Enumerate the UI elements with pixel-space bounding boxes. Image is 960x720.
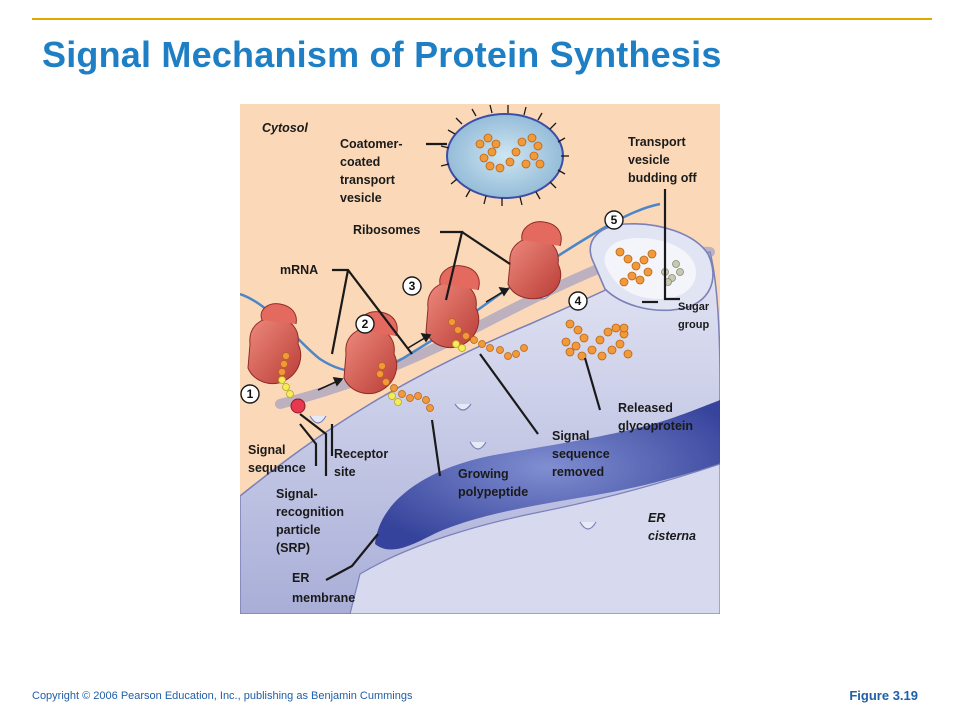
vesicle-cargo (615, 247, 657, 287)
svg-text:1: 1 (247, 387, 254, 401)
svg-text:cisterna: cisterna (648, 529, 696, 543)
svg-text:site: site (334, 465, 356, 479)
mrna-label: mRNA (280, 263, 318, 277)
svg-text:5: 5 (611, 213, 618, 227)
slide-title: Signal Mechanism of Protein Synthesis (42, 34, 722, 75)
svg-text:coated: coated (340, 155, 380, 169)
svg-text:removed: removed (552, 465, 604, 479)
svg-text:vesicle: vesicle (340, 191, 382, 205)
released-glycoprotein (561, 319, 633, 361)
srp-label: Signal- recognition particle (SRP) (276, 487, 344, 555)
svg-text:4: 4 (575, 294, 582, 308)
ribosome-4 (507, 221, 562, 300)
svg-text:vesicle: vesicle (628, 153, 670, 167)
protein-synthesis-figure: 1 2 3 4 5 Cytosol Coatomer- coated trans… (240, 104, 720, 614)
svg-text:(SRP): (SRP) (276, 541, 310, 555)
top-rule (32, 18, 932, 20)
svg-text:particle: particle (276, 523, 321, 537)
growing-polypeptide-label: Growing polypeptide (458, 467, 528, 499)
transport-vesicle-label: Transport vesicle budding off (628, 135, 698, 185)
er-lower-fold (349, 463, 720, 614)
svg-text:group: group (678, 319, 709, 331)
svg-text:Transport: Transport (628, 135, 686, 149)
coatomer-vesicle (440, 104, 569, 206)
svg-text:polypeptide: polypeptide (458, 485, 528, 499)
svg-text:Coatomer-: Coatomer- (340, 137, 403, 151)
svg-text:recognition: recognition (276, 505, 344, 519)
svg-text:Signal-: Signal- (276, 487, 318, 501)
cytosol-label: Cytosol (262, 121, 308, 135)
signal-sequence-removed-label: Signal sequence removed (552, 429, 610, 479)
svg-text:2: 2 (362, 317, 369, 331)
svg-text:Released: Released (618, 401, 673, 415)
copyright-text: Copyright © 2006 Pearson Education, Inc.… (32, 690, 413, 702)
ribosomes-label: Ribosomes (353, 223, 420, 237)
svg-text:sequence: sequence (248, 461, 306, 475)
released-glycoprotein-label: Released glycoprotein (618, 401, 693, 433)
ribosome-3 (425, 265, 528, 360)
svg-text:glycoprotein: glycoprotein (618, 419, 693, 433)
er-lumen (375, 400, 720, 550)
receptor-site-label: Receptor site (334, 447, 388, 479)
coatomer-label: Coatomer- coated transport vesicle (340, 137, 403, 205)
er-cisterna-label: ER cisterna (648, 511, 696, 543)
sugar-group-label: Sugar group (678, 301, 710, 331)
svg-text:budding off: budding off (628, 171, 698, 185)
svg-text:Signal: Signal (552, 429, 590, 443)
srp-particle (290, 398, 306, 414)
er-membrane-label: ER membrane (292, 571, 355, 605)
step-4: 4 (568, 291, 588, 311)
step-markers: 1 2 3 4 5 (240, 210, 624, 404)
leader-lines (299, 142, 680, 581)
step-3: 3 (402, 276, 422, 296)
signal-sequence-label: Signal sequence (248, 443, 306, 475)
step-5: 5 (604, 210, 624, 230)
movement-arrows (317, 287, 510, 391)
svg-text:Growing: Growing (458, 467, 509, 481)
svg-text:sequence: sequence (552, 447, 610, 461)
svg-text:ER: ER (648, 511, 665, 525)
figure-number: Figure 3.19 (849, 688, 918, 703)
step-2: 2 (355, 314, 375, 334)
svg-text:3: 3 (409, 279, 416, 293)
svg-text:Sugar: Sugar (678, 301, 710, 313)
ribosome-1 (247, 303, 306, 414)
svg-text:membrane: membrane (292, 591, 355, 605)
svg-text:Signal: Signal (248, 443, 286, 457)
svg-text:transport: transport (340, 173, 396, 187)
svg-text:Receptor: Receptor (334, 447, 388, 461)
svg-text:ER: ER (292, 571, 309, 585)
step-1: 1 (240, 384, 260, 404)
